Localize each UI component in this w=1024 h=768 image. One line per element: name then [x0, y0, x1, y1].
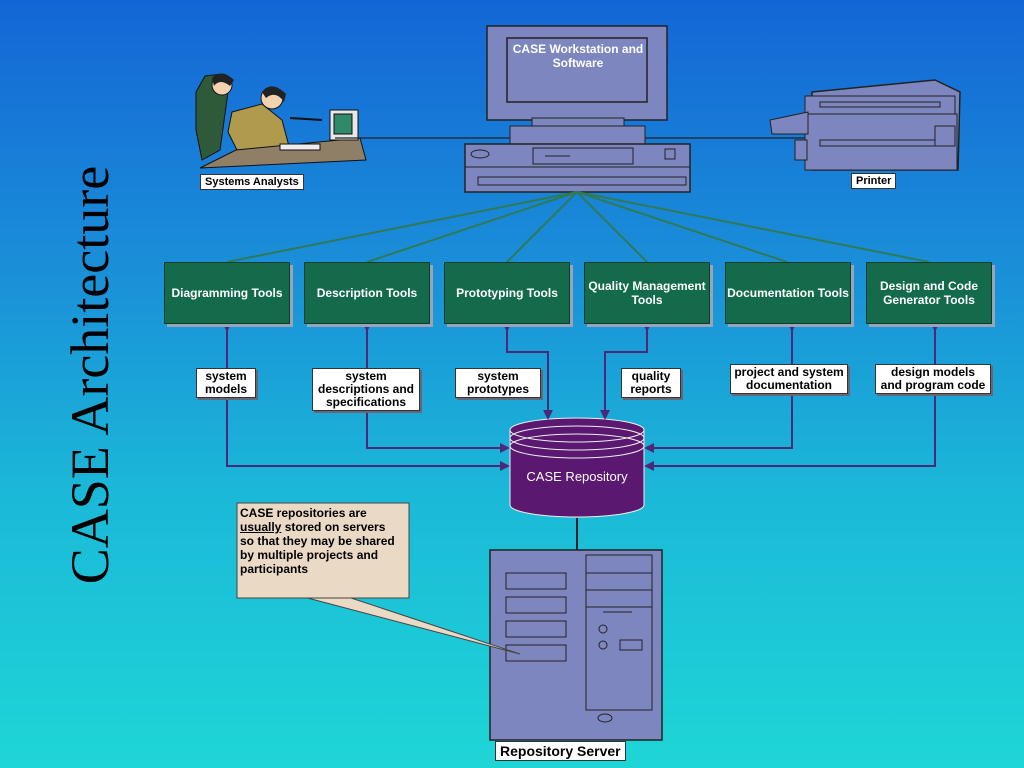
workstation-icon: [464, 25, 691, 193]
documentation-tools-box: Documentation Tools: [725, 262, 851, 324]
callout-box: [236, 502, 410, 599]
design-code-generator-tools-box: Design and Code Generator Tools: [866, 262, 992, 324]
flow-label-project-documentation: project and system documentation: [730, 364, 848, 394]
callout-note: CASE repositories are usually stored on …: [240, 506, 402, 576]
flow-label-system-prototypes: system prototypes: [455, 368, 541, 398]
repository-cylinder: [509, 417, 645, 518]
callout-text-after: stored on servers so that they may be sh…: [240, 520, 395, 576]
flow-label-design-models: design models and program code: [875, 364, 991, 394]
repository-server-caption: Repository Server: [495, 741, 626, 761]
workstation-label: CASE Workstation and Software: [512, 42, 644, 70]
printer-icon: [769, 79, 961, 171]
server-tower-icon: [489, 549, 663, 741]
flow-label-system-descriptions: system descriptions and specifications: [312, 368, 420, 411]
printer-caption: Printer: [851, 173, 897, 189]
systems-analysts-caption: Systems Analysts: [200, 174, 304, 190]
flow-label-system-models: system models: [196, 368, 256, 398]
slide-title: CASE Architecture: [60, 165, 120, 585]
callout-emphasis: usually: [240, 520, 282, 534]
flow-label-quality-reports: quality reports: [621, 368, 681, 398]
systems-analysts-icon: [195, 73, 367, 169]
quality-management-tools-box: Quality Management Tools: [584, 262, 710, 324]
description-tools-box: Description Tools: [304, 262, 430, 324]
repository-label: CASE Repository: [526, 469, 628, 484]
prototyping-tools-box: Prototyping Tools: [444, 262, 570, 324]
callout-pointer: [299, 595, 521, 655]
diagramming-tools-box: Diagramming Tools: [164, 262, 290, 324]
workstation-tool-connectors: [226, 191, 930, 263]
callout-text-before: CASE repositories are: [240, 506, 367, 520]
